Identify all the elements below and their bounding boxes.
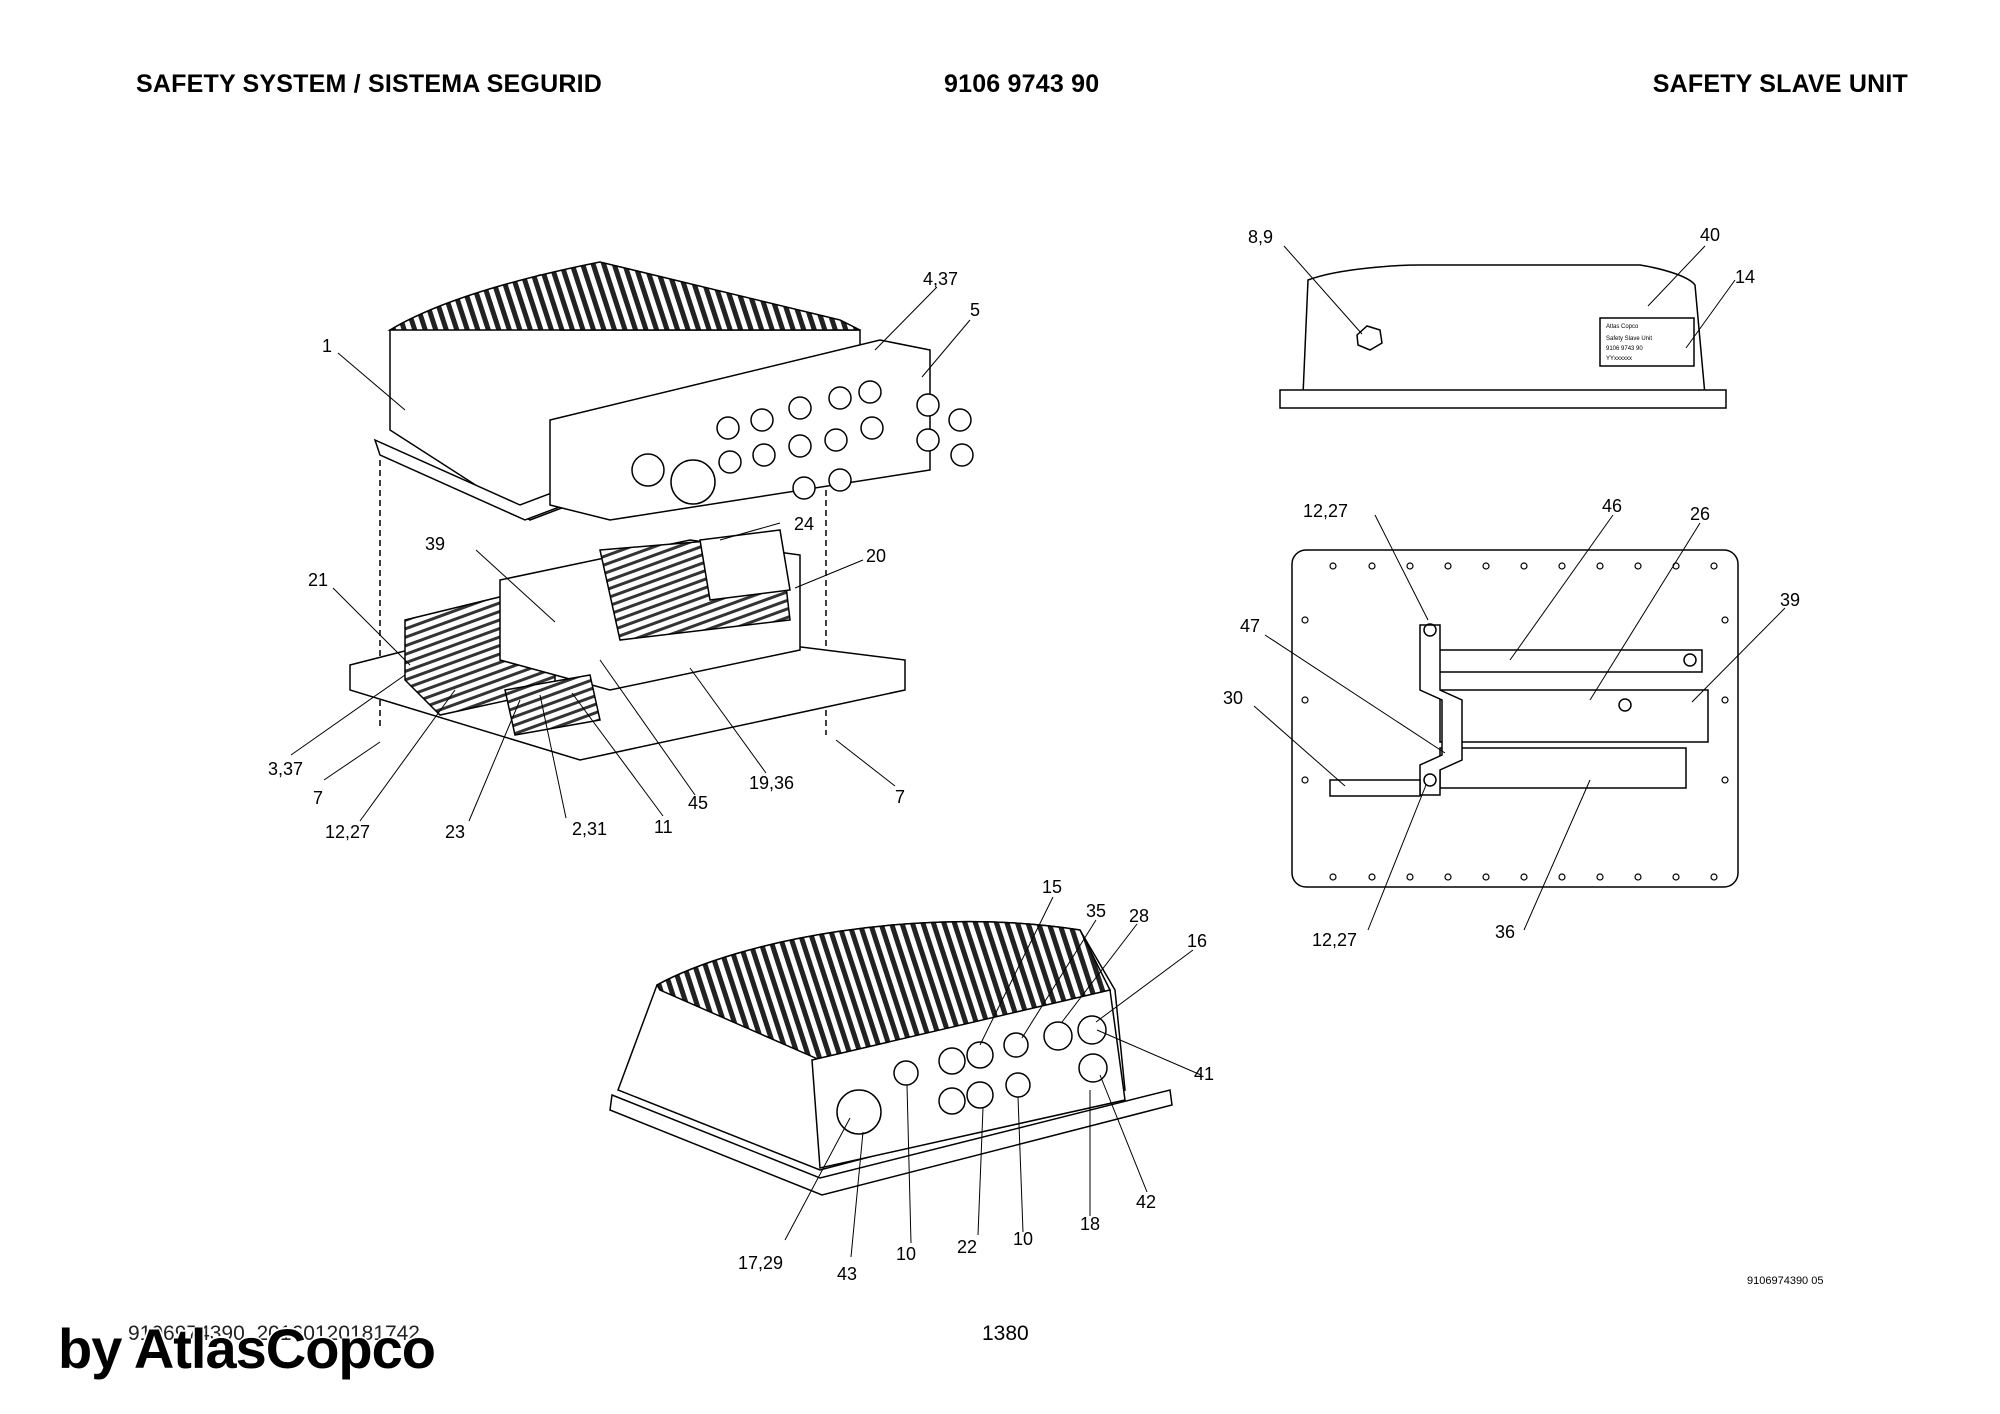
callout-11: 11	[654, 817, 673, 837]
callout-10-left: 10	[896, 1244, 916, 1264]
callout-15: 15	[1042, 877, 1062, 897]
callout-42: 42	[1136, 1192, 1156, 1212]
callout-12-27-plate-top: 12,27	[1303, 501, 1348, 521]
footer-document-id: 9106974390_20160120181742	[128, 1322, 420, 1345]
callout-45: 45	[688, 793, 708, 813]
callout-12-27-top-left: 12,27	[325, 822, 370, 842]
mounting-plate-view	[1291, 549, 1739, 888]
callout-23: 23	[445, 822, 465, 842]
callout-12-27-plate-bottom: 12,27	[1312, 930, 1357, 950]
callout-17-29: 17,29	[738, 1253, 783, 1273]
callout-43: 43	[837, 1264, 857, 1284]
callout-39: 39	[425, 534, 445, 554]
label-plate-brand: Atlas Copco	[1606, 324, 1639, 330]
callout-3-37: 3,37	[268, 759, 303, 779]
top-left-enclosure	[373, 261, 974, 735]
brand-watermark: by AtlasCopco	[58, 1317, 436, 1380]
footer-page-number: 1380	[982, 1322, 1029, 1345]
callout-14: 14	[1735, 267, 1755, 287]
callout-8-9: 8,9	[1248, 227, 1273, 247]
callout-36: 36	[1495, 922, 1515, 942]
leader-lines	[290, 245, 1786, 1258]
callout-labels: 1 4,37 5 24 39 20 21 3,37 7 12,27 23 2,3…	[268, 225, 1800, 1284]
callout-10-right: 10	[1013, 1229, 1033, 1249]
callout-35: 35	[1086, 901, 1106, 921]
internal-assembly	[349, 529, 906, 761]
callout-20: 20	[866, 546, 886, 566]
callout-7-right: 7	[895, 787, 905, 807]
callout-41: 41	[1194, 1064, 1214, 1084]
callout-1: 1	[322, 336, 332, 356]
bottom-enclosure-view	[609, 920, 1173, 1196]
header-unit-title: SAFETY SLAVE UNIT	[1652, 70, 1908, 98]
callout-24: 24	[794, 514, 814, 534]
footer-drawing-reference: 9106974390 05	[1747, 1275, 1824, 1287]
callout-18: 18	[1080, 1214, 1100, 1234]
callout-28: 28	[1129, 906, 1149, 926]
callout-40: 40	[1700, 225, 1720, 245]
label-plate-line1: Safety Slave Unit	[1606, 336, 1652, 342]
callout-47: 47	[1240, 616, 1260, 636]
header-part-number: 9106 9743 90	[944, 70, 1100, 98]
side-view-housing	[1279, 264, 1727, 409]
callout-5: 5	[970, 300, 980, 320]
callout-21: 21	[308, 570, 328, 590]
callout-30: 30	[1223, 688, 1243, 708]
callout-4-37: 4,37	[923, 269, 958, 289]
callout-2-31: 2,31	[572, 819, 607, 839]
callout-16: 16	[1187, 931, 1207, 951]
callout-19-36: 19,36	[749, 773, 794, 793]
header-section-title: SAFETY SYSTEM / SISTEMA SEGURID	[136, 70, 602, 98]
callout-22: 22	[957, 1237, 977, 1257]
callout-39-plate: 39	[1780, 590, 1800, 610]
callout-46: 46	[1602, 496, 1622, 516]
label-plate-line3: YYxxxxxx	[1606, 356, 1632, 362]
product-label-plate: Atlas Copco Safety Slave Unit 9106 9743 …	[1606, 324, 1652, 362]
callout-26: 26	[1690, 504, 1710, 524]
label-plate-line2: 9106 9743 90	[1606, 346, 1643, 352]
callout-7-left: 7	[313, 788, 323, 808]
